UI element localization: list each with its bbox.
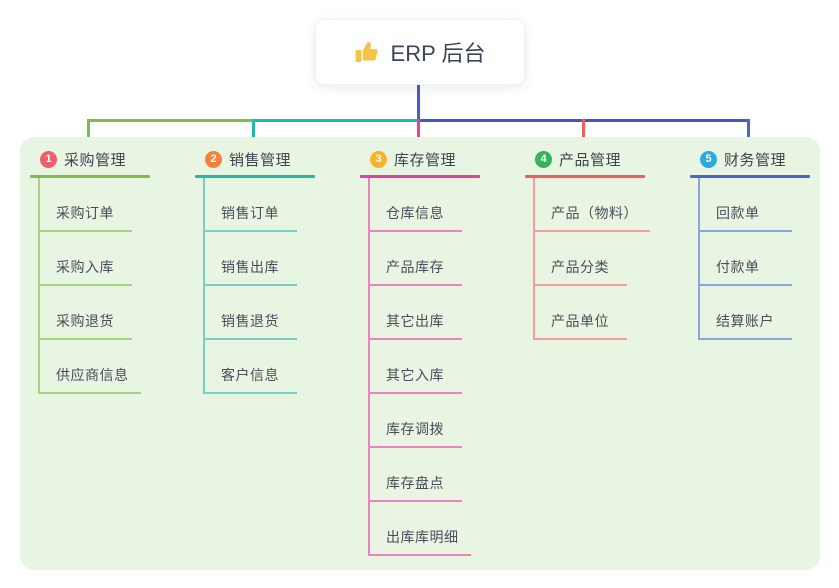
- branch-title: 销售管理: [229, 151, 292, 169]
- branch-number-badge: 1: [40, 150, 57, 168]
- child-node[interactable]: 销售退货: [205, 286, 297, 340]
- branch-drop-line-sales: [252, 119, 255, 146]
- child-node[interactable]: 销售订单: [205, 178, 297, 232]
- child-node[interactable]: 付款单: [700, 232, 792, 286]
- branch-inventory: 3 库存管理仓库信息产品库存其它出库其它入库库存调拨库存盘点出库库明细: [360, 146, 522, 556]
- branch-number-badge: 3: [370, 150, 387, 168]
- branch-children: 仓库信息产品库存其它出库其它入库库存调拨库存盘点出库库明细: [368, 178, 522, 556]
- child-node[interactable]: 供应商信息: [40, 340, 141, 394]
- branch-number-badge: 4: [535, 150, 552, 168]
- branch-underline: [525, 175, 645, 178]
- branch-children: 回款单付款单结算账户: [698, 178, 839, 340]
- child-node[interactable]: 产品单位: [535, 286, 627, 340]
- bus-line-segment: [87, 119, 253, 122]
- branch-underline: [690, 175, 810, 178]
- thumbs-up-icon: [355, 39, 381, 65]
- branch-header-finance[interactable]: 5 财务管理: [690, 146, 839, 172]
- branch-drop-line-purchase: [87, 119, 90, 146]
- branch-children: 采购订单采购入库采购退货供应商信息: [38, 178, 192, 394]
- child-node[interactable]: 产品库存: [370, 232, 462, 286]
- branch-number-badge: 5: [700, 150, 717, 168]
- child-node[interactable]: 采购入库: [40, 232, 132, 286]
- child-node[interactable]: 回款单: [700, 178, 792, 232]
- branch-drop-line-finance: [747, 119, 750, 146]
- branch-number-badge: 2: [205, 150, 222, 168]
- child-node[interactable]: 仓库信息: [370, 178, 462, 232]
- branch-product: 4 产品管理产品（物料）产品分类产品单位: [525, 146, 687, 340]
- branch-title: 采购管理: [64, 151, 127, 169]
- branch-children: 销售订单销售出库销售退货客户信息: [203, 178, 357, 394]
- bus-line-segment: [253, 119, 419, 122]
- branch-drop-line-inventory: [417, 119, 420, 146]
- branch-header-purchase[interactable]: 1 采购管理: [30, 146, 192, 172]
- child-node[interactable]: 结算账户: [700, 286, 792, 340]
- root-node-title: ERP 后台: [390, 41, 486, 66]
- child-node[interactable]: 采购订单: [40, 178, 132, 232]
- child-node[interactable]: 产品（物料）: [535, 178, 650, 232]
- child-node[interactable]: 产品分类: [535, 232, 627, 286]
- branch-title: 库存管理: [394, 151, 457, 169]
- branch-drop-line-product: [582, 119, 585, 146]
- branch-sales: 2 销售管理销售订单销售出库销售退货客户信息: [195, 146, 357, 394]
- root-node[interactable]: ERP 后台: [315, 19, 525, 85]
- child-node[interactable]: 出库库明细: [370, 502, 471, 556]
- branch-title: 产品管理: [559, 151, 622, 169]
- branch-panel: [20, 137, 820, 570]
- branch-title: 财务管理: [724, 151, 787, 169]
- child-node[interactable]: 库存盘点: [370, 448, 462, 502]
- child-node[interactable]: 销售出库: [205, 232, 297, 286]
- child-node[interactable]: 其它入库: [370, 340, 462, 394]
- branch-children: 产品（物料）产品分类产品单位: [533, 178, 687, 340]
- branch-header-sales[interactable]: 2 销售管理: [195, 146, 357, 172]
- branch-finance: 5 财务管理回款单付款单结算账户: [690, 146, 839, 340]
- branch-underline: [360, 175, 480, 178]
- branch-header-inventory[interactable]: 3 库存管理: [360, 146, 522, 172]
- branch-underline: [195, 175, 315, 178]
- branch-purchase: 1 采购管理采购订单采购入库采购退货供应商信息: [30, 146, 192, 394]
- child-node[interactable]: 库存调拨: [370, 394, 462, 448]
- branch-header-product[interactable]: 4 产品管理: [525, 146, 687, 172]
- branch-underline: [30, 175, 150, 178]
- child-node[interactable]: 其它出库: [370, 286, 462, 340]
- child-node[interactable]: 客户信息: [205, 340, 297, 394]
- child-node[interactable]: 采购退货: [40, 286, 132, 340]
- root-stem-line: [417, 83, 420, 122]
